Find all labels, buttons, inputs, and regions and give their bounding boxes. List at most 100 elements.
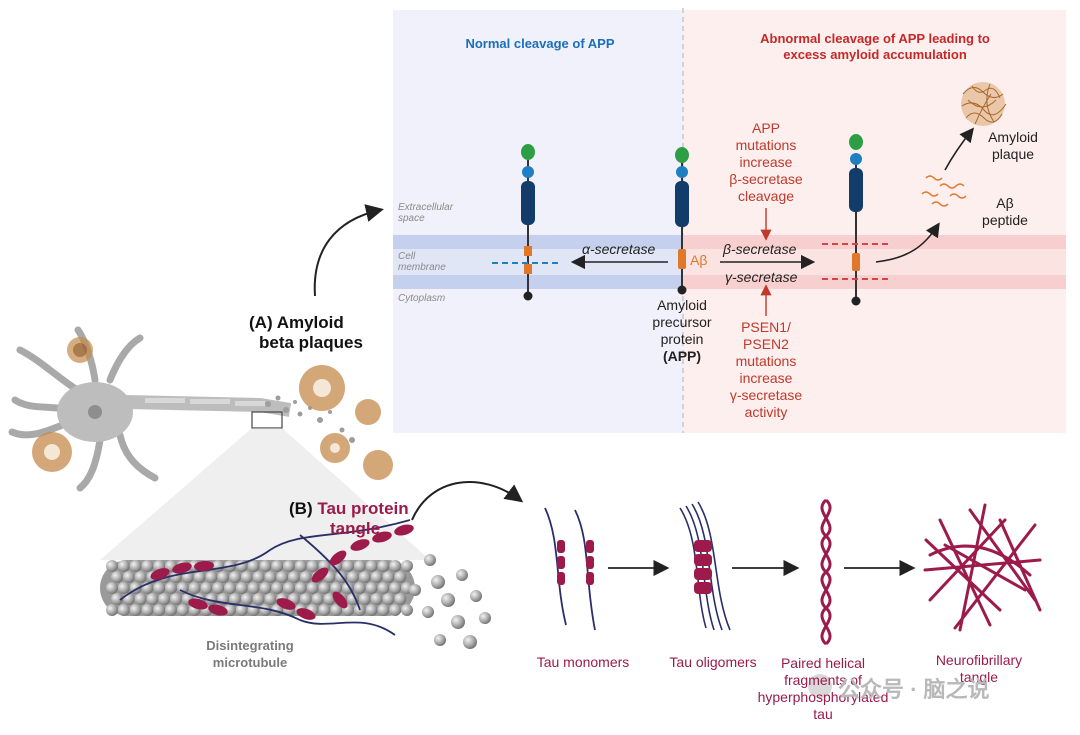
tubulin-subunit (347, 593, 359, 605)
tubulin-subunit (205, 571, 218, 583)
tubulin-subunit (389, 604, 402, 616)
tau-oligomers-icon (679, 501, 731, 631)
panel-b-title-1: (B) Tau protein (289, 498, 409, 519)
app-mutation-3: increase (739, 154, 793, 170)
psen-mutation-6: activity (744, 404, 788, 420)
tubulin-subunit (353, 582, 366, 594)
tubulin-subunit (252, 571, 265, 583)
tubulin-subunit (365, 582, 378, 594)
watermark-logo-icon (808, 674, 832, 698)
tubulin-subunit (129, 560, 142, 572)
tubulin-subunit (170, 593, 182, 605)
psen-mutation-5: γ-secretase (729, 387, 803, 403)
cell-membrane (393, 235, 1066, 289)
tubulin-subunit (158, 593, 171, 605)
tubulin-subunit (264, 593, 277, 605)
plaque-label-1: Amyloid (988, 129, 1038, 145)
normal-panel-bg (393, 10, 683, 433)
tubulin-subunit (389, 560, 402, 572)
tubulin-subunit (165, 604, 177, 616)
extracellular-label-1: Extracellular (398, 202, 454, 213)
tubulin-subunit (117, 582, 130, 594)
tubulin-subunit (217, 571, 230, 583)
tubulin-subunit (299, 571, 312, 583)
tubulin-subunit (377, 604, 390, 616)
watermark-text: 公众号 · 脑之说 (838, 677, 990, 702)
tubulin-subunit (134, 593, 147, 605)
tubulin-subunit (212, 582, 225, 594)
tubulin-subunit (106, 582, 118, 594)
neuron-plaques (32, 337, 393, 480)
membrane-label-1: Cell (398, 251, 416, 262)
abeta-tag-label: Aβ (690, 252, 708, 268)
gamma-secretase-label: γ-secretase (725, 269, 798, 285)
neurofibrillary-tangle-icon (923, 503, 1042, 632)
panel-a-title-1: (A) Amyloid (249, 312, 344, 333)
paired-helical-icon (820, 498, 832, 646)
app-mutation-2: mutations (735, 137, 797, 153)
tubulin-subunit (299, 593, 312, 605)
tubulin-subunit (200, 582, 213, 594)
panel-b-line2: tangle (330, 519, 381, 538)
app-label-3: protein (660, 331, 704, 347)
tubulin-subunit (283, 560, 295, 572)
tubulin-subunit (240, 593, 253, 605)
app-mutation-1: APP (751, 120, 780, 136)
tubulin-subunit (106, 604, 118, 616)
app-protein-abnormal (849, 134, 863, 306)
plaque-label-2: plaque (991, 146, 1035, 162)
tubulin-subunit (370, 593, 383, 605)
abeta-peptide-icon (921, 175, 967, 207)
tubulin-subunit (117, 604, 130, 616)
tubulin-subunit (394, 593, 407, 605)
tau-on-microtubule (119, 519, 414, 636)
tubulin-subunit (224, 582, 236, 594)
tubulin-subunit (259, 582, 272, 594)
tubulin-subunit (252, 593, 265, 605)
tubulin-subunit (401, 604, 413, 616)
tubulin-subunit (193, 571, 206, 583)
tubulin-subunit (229, 571, 241, 583)
tubulin-subunit (370, 571, 383, 583)
tubulin-subunit (259, 560, 272, 572)
panel-a-prefix: (A) (249, 313, 273, 332)
tau-monomers-label: Tau monomers (536, 654, 630, 670)
tubulin-subunit (306, 582, 319, 594)
abnormal-header-line2: excess amyloid accumulation (783, 47, 967, 62)
peptide-arrow (875, 222, 940, 263)
tubulin-subunit (365, 604, 378, 616)
paired-label-3: hyperphosphorylated (757, 689, 889, 705)
tubulin-subunit (389, 582, 402, 594)
extracellular-label-2: space (398, 213, 425, 224)
microtubule-label-1: Disintegrating (206, 638, 294, 653)
normal-header: Normal cleavage of APP (465, 36, 615, 51)
tubulin-subunit (365, 560, 378, 572)
cytoplasm-label: Cytoplasm (398, 293, 446, 304)
tubulin-subunit (129, 604, 142, 616)
tubulin-subunit (358, 571, 371, 583)
tubulin-subunit (394, 571, 407, 583)
nft-label-2: tangle (959, 669, 999, 685)
tubulin-subunit (271, 582, 284, 594)
tubulin-subunit (283, 582, 295, 594)
app-label-4: (APP) (662, 348, 702, 364)
tubulin-subunit (247, 560, 260, 572)
tubulin-subunit (264, 571, 277, 583)
tubulin-subunit (306, 560, 319, 572)
app-label-2: precursor (652, 314, 712, 330)
tubulin-subunit (188, 582, 201, 594)
tubulin-subunit (377, 560, 390, 572)
tubulin-subunit (146, 593, 159, 605)
app-label-1: Amyloid (657, 297, 707, 313)
tubulin-subunit (288, 571, 300, 583)
peptide-label-1: Aβ (996, 195, 1014, 211)
tubulin-subunit (311, 593, 324, 605)
tubulin-subunit (330, 604, 343, 616)
tubulin-subunit (382, 571, 395, 583)
tubulin-subunit (294, 582, 307, 594)
tubulin-subunit (229, 593, 241, 605)
panel-a-line2: beta plaques (259, 333, 363, 352)
tubulin-subunit (401, 560, 413, 572)
tubulin-subunit (134, 571, 147, 583)
